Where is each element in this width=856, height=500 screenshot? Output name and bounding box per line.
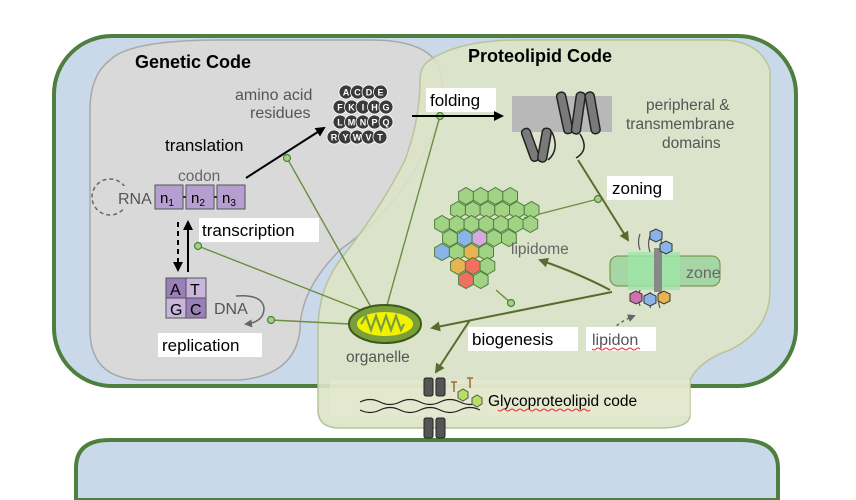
- amino-acid-letter: C: [354, 88, 361, 98]
- lipidon-label-bg: [586, 327, 656, 351]
- amino-acid-label-line2: residues: [250, 105, 310, 122]
- amino-acid-letter: D: [366, 88, 373, 98]
- amino-acid-letter: Y: [342, 133, 348, 143]
- codon-box-n2: [185, 184, 215, 210]
- codon-n1-sub: 1: [168, 198, 174, 209]
- protein-domain-icon: [512, 91, 612, 163]
- dna-label: DNA: [214, 301, 248, 318]
- replication-label-bg: [158, 333, 262, 357]
- svg-text:n2: n2: [191, 190, 205, 209]
- replication-label: replication: [162, 336, 240, 355]
- lipidome-hex-cluster: [434, 186, 540, 290]
- transcription-label: transcription: [202, 221, 295, 240]
- dna-base-grid: [165, 277, 207, 319]
- lipid-hexagon: [523, 200, 540, 220]
- amino-acid-letter: F: [337, 103, 343, 113]
- translation-label: translation: [165, 136, 243, 155]
- lipid-hexagon: [501, 228, 517, 248]
- amino-acid-letter: N: [360, 118, 367, 128]
- dna-base-c: C: [190, 302, 202, 319]
- amino-acid-letter: V: [365, 133, 371, 143]
- organelle-icon: [348, 304, 422, 344]
- peripheral-label-line3: domains: [662, 135, 721, 152]
- codon-n3: n: [222, 190, 230, 207]
- amino-acid-letter: M: [348, 118, 356, 128]
- lipid-hexagon: [522, 214, 539, 234]
- codon-n2-sub: 2: [199, 198, 205, 209]
- codon-n1: n: [160, 190, 168, 207]
- folding-label: folding: [430, 91, 480, 110]
- amino-acid-letter: H: [371, 103, 378, 113]
- amino-acid-letter: W: [353, 133, 362, 143]
- dna-base-t: T: [190, 282, 200, 299]
- amino-acid-letter: G: [382, 103, 389, 113]
- zoning-arrow: [577, 159, 630, 242]
- amino-acid-letter: L: [337, 118, 343, 128]
- svg-text:n1: n1: [160, 190, 174, 209]
- lipid-hexagon: [479, 256, 496, 276]
- genetic-code-title: Genetic Code: [135, 52, 251, 72]
- amino-acid-bead: [378, 114, 394, 130]
- biogenesis-arrow: [434, 319, 471, 374]
- amino-acid-label-line1: amino acid: [235, 87, 312, 104]
- codon-n2: n: [191, 190, 199, 207]
- lipidon-spellcheck-underline: [591, 347, 641, 351]
- lipid-hexagon: [434, 242, 450, 262]
- amino-acid-letter: T: [377, 133, 383, 143]
- amino-acid-bead: [378, 99, 394, 115]
- lipid-hexagon: [486, 228, 502, 248]
- amino-acid-letter: E: [377, 88, 383, 98]
- translation-arrow: [245, 126, 326, 179]
- lipid-hexagon: [502, 186, 518, 206]
- lipid-hexagon: [472, 270, 489, 290]
- amino-acid-letter: K: [348, 103, 355, 113]
- proteolipid-code-title: Proteolipid Code: [468, 46, 612, 66]
- transcription-label-bg: [199, 218, 319, 242]
- amino-acid-letter: A: [343, 88, 350, 98]
- dna-replication-loop: [235, 295, 265, 328]
- lipid-hexagon: [458, 270, 474, 290]
- zoning-label-bg: [607, 176, 673, 200]
- zone-label: zone: [686, 265, 721, 282]
- zoning-label: zoning: [612, 179, 662, 198]
- peripheral-label-line2: transmembrane: [626, 116, 735, 133]
- amino-acid-letter: Q: [382, 118, 389, 128]
- amino-acid-letter: I: [362, 103, 365, 113]
- glyco-spellcheck-underline: [497, 408, 591, 412]
- lipid-hexagon: [450, 256, 466, 276]
- neighbor-cell: [74, 438, 780, 500]
- zone-to-lipidome-arrow: [538, 257, 611, 291]
- codon-n3-sub: 3: [230, 198, 236, 209]
- rna-label: RNA: [118, 191, 152, 208]
- dna-base-g: G: [170, 302, 182, 319]
- codon-label: codon: [178, 168, 220, 185]
- lipidon-label: lipidon: [592, 332, 638, 349]
- amino-acid-letter: R: [331, 133, 338, 143]
- lipid-hexagon: [434, 214, 450, 234]
- amino-acid-bead: [372, 129, 388, 145]
- connector-lines: [197, 115, 599, 325]
- peripheral-label-line1: peripheral &: [646, 97, 730, 114]
- folding-label-bg: [426, 88, 496, 112]
- biogenesis-label: biogenesis: [472, 330, 553, 349]
- lipid-hexagon: [478, 242, 494, 262]
- glyco-code-label: Glycoproteolipid code: [488, 393, 637, 410]
- rna-label-bg: [114, 186, 154, 208]
- codon-box-n1: [154, 184, 184, 210]
- zone-membrane-icon: [609, 228, 721, 309]
- lipidome-label: lipidome: [511, 241, 569, 258]
- zone-to-organelle-arrow: [430, 291, 613, 332]
- codon-boxes: [154, 184, 246, 210]
- organelle-label: organelle: [346, 349, 410, 366]
- biogenesis-label-bg: [468, 327, 578, 351]
- amino-acid-letter: P: [371, 118, 377, 128]
- dna-base-a: A: [170, 282, 181, 299]
- membrane-proteins: [359, 377, 483, 439]
- svg-text:n3: n3: [222, 190, 236, 209]
- amino-acid-bead: [373, 84, 388, 100]
